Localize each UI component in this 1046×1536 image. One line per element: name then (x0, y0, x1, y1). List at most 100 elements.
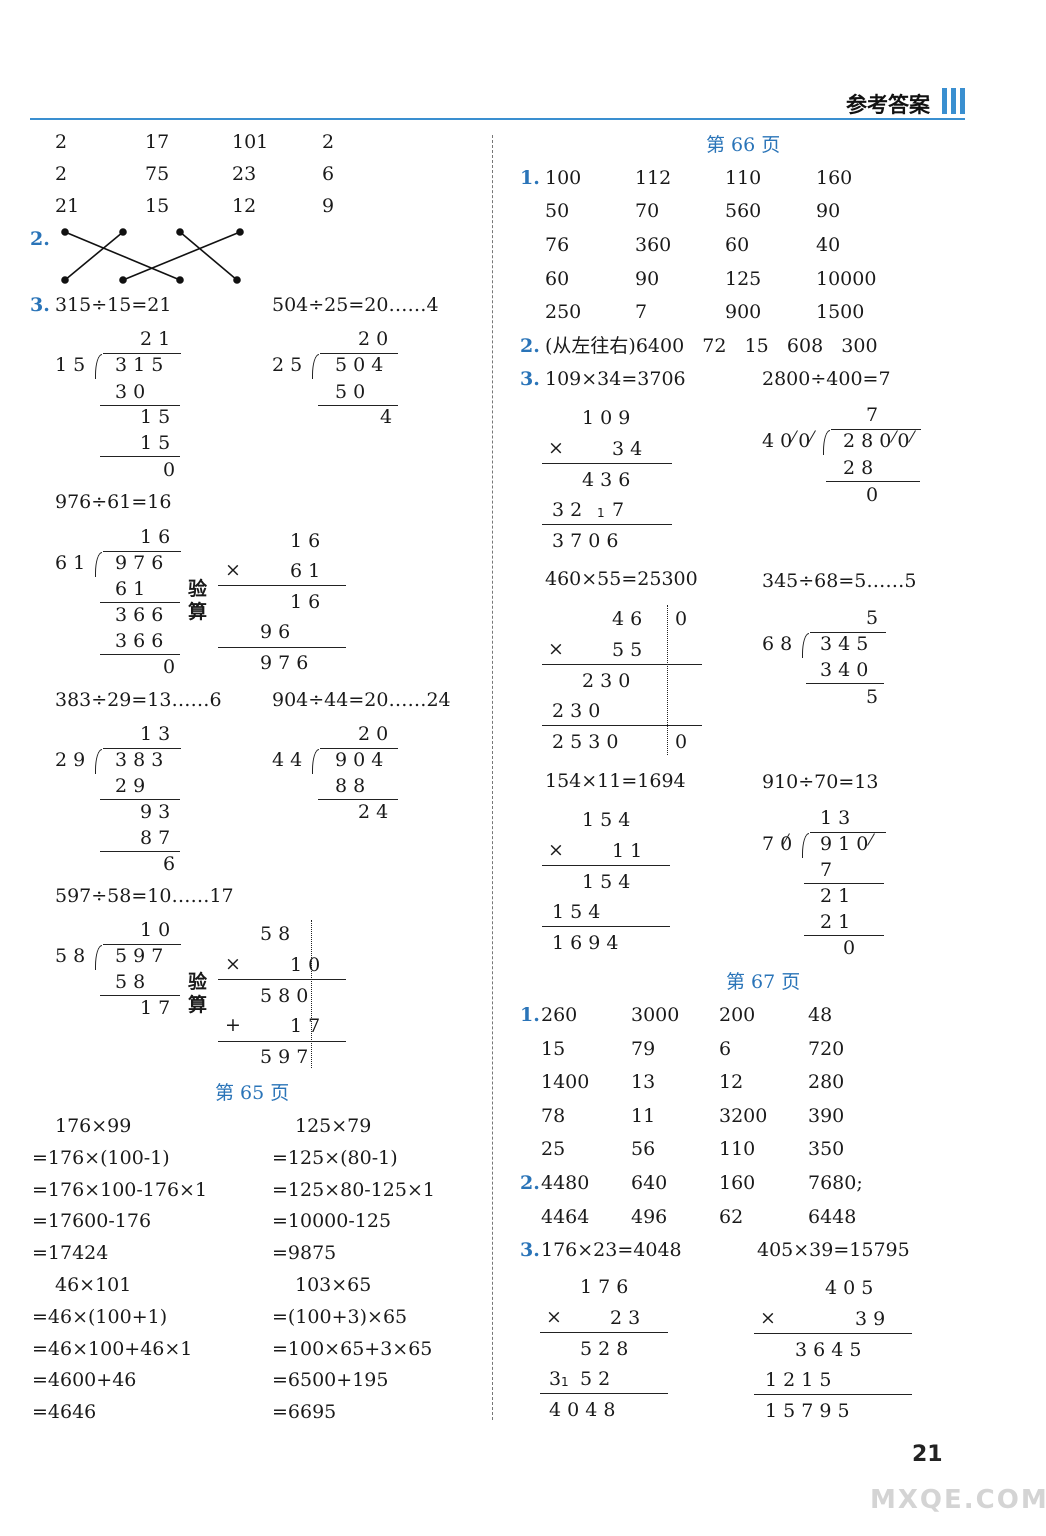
answer-cell: 160 (816, 167, 853, 189)
product: 5 8 0 (260, 985, 309, 1007)
rule (100, 995, 180, 996)
check-label: 验 (188, 578, 208, 600)
equation: 460×55=25300 (545, 568, 698, 590)
product: 2 5 3 0 (552, 731, 619, 753)
answer-cell: 62 (719, 1206, 744, 1228)
answer-cell: 90 (635, 268, 660, 290)
answer-cell: 12 (719, 1071, 744, 1093)
times-sign: × (546, 1306, 562, 1328)
quotient: 5 (866, 607, 879, 629)
calc-line: 125×79 (295, 1115, 372, 1137)
column-divider (492, 135, 493, 1420)
answer-cell: 70 (635, 200, 660, 222)
sum: 5 9 7 (260, 1046, 309, 1068)
step-value: 5 8 (115, 971, 146, 993)
answer-cell: 112 (635, 167, 672, 189)
carry-digit: 1 (561, 1375, 569, 1389)
dividend: 9 7 6 (115, 552, 164, 574)
step-value: 2 1 (820, 885, 851, 907)
calc-line: 176×99 (55, 1115, 132, 1137)
calc-line: =4600+46 (32, 1369, 137, 1391)
calc-line: =(100+3)×65 (272, 1306, 408, 1328)
q2-number: 2. (520, 335, 540, 357)
remainder: 0 (866, 484, 879, 506)
q1-number: 1. (520, 1004, 540, 1026)
rule (318, 799, 398, 800)
multiplicand: 4 6 (612, 608, 643, 630)
answer-cell: 13 (631, 1071, 656, 1093)
partial-product: 2 3 0 (582, 670, 631, 692)
rule (218, 647, 346, 648)
matching-lines-diagram (61, 228, 244, 284)
divisor: 7 0 (762, 833, 793, 855)
grid-cell: 21 (55, 195, 80, 217)
step-value: 3 6 6 (115, 604, 164, 626)
calc-line: =9875 (272, 1242, 337, 1264)
rule (826, 481, 920, 482)
answer-cell: 11 (631, 1105, 656, 1127)
step-value: 3 4 0 (820, 659, 869, 681)
answer-cell: 496 (631, 1206, 668, 1228)
q3-number: 3. (520, 1239, 540, 1261)
times-sign: × (225, 953, 241, 975)
remainder: 6 (163, 853, 176, 875)
answer-cell: 79 (631, 1038, 656, 1060)
rule (100, 851, 180, 852)
answer-cell: 6448 (808, 1206, 857, 1228)
grid-cell: 75 (145, 163, 170, 185)
quotient: 1 3 (820, 807, 851, 829)
times-sign: × (225, 559, 241, 581)
remainder: 0 (843, 937, 856, 959)
division-bracket (95, 552, 102, 577)
divisor: 2 9 (55, 749, 86, 771)
answer-cell: 260 (541, 1004, 578, 1026)
partial-product: 5 2 8 (580, 1338, 629, 1360)
divisor: 2 5 (272, 354, 303, 376)
division-line (103, 353, 181, 354)
rule (542, 865, 670, 866)
product: 9 7 6 (260, 652, 309, 674)
division-line (103, 748, 181, 749)
times-sign: × (760, 1307, 776, 1329)
answer-cell: 10000 (816, 268, 877, 290)
grid-cell: 2 (322, 131, 335, 153)
equation: 154×11=1694 (545, 770, 686, 792)
equation: 904÷44=20……24 (272, 689, 451, 711)
equation: 383÷29=13……6 (55, 689, 222, 711)
rule (318, 405, 398, 406)
times-sign: × (548, 839, 564, 861)
partial-product: 2 3 0 (552, 700, 601, 722)
division-line (103, 944, 181, 945)
rule (100, 654, 180, 655)
equation: 597÷58=10……17 (55, 885, 234, 907)
product: 1 5 7 9 5 (765, 1400, 850, 1422)
dividend: 2 8 0 0 (843, 430, 910, 452)
dotted-guide (311, 920, 312, 1068)
rule (218, 979, 346, 980)
answer-cell: 4464 (541, 1206, 590, 1228)
partial-product: 9 6 (260, 621, 291, 643)
partial-product: 3 (549, 1368, 562, 1390)
step-value: 3 0 (115, 381, 146, 403)
partial-product: 3 2 (552, 499, 583, 521)
grid-cell: 15 (145, 195, 170, 217)
check-label: 算 (188, 601, 208, 623)
plus-sign: + (225, 1014, 241, 1036)
calc-line: =176×(100-1) (32, 1147, 170, 1169)
calc-line: 103×65 (295, 1274, 372, 1296)
divisor: 4 4 (272, 749, 303, 771)
answer-cell: 160 (719, 1172, 756, 1194)
equation: 405×39=15795 (757, 1239, 910, 1261)
rule (542, 725, 702, 726)
calc-line: =46×(100+1) (32, 1306, 168, 1328)
multiplier: 6 1 (290, 560, 321, 582)
quotient: 2 0 (358, 328, 389, 350)
multiplicand: 1 6 (290, 530, 321, 552)
rule (806, 683, 884, 684)
section-heading-p66: 第 66 页 (706, 134, 781, 156)
dividend: 3 8 3 (115, 749, 164, 771)
answer-cell: 110 (725, 167, 762, 189)
partial-product: 3 6 4 5 (795, 1339, 862, 1361)
partial-product: 1 5 4 (582, 871, 631, 893)
division-bracket (312, 354, 319, 379)
